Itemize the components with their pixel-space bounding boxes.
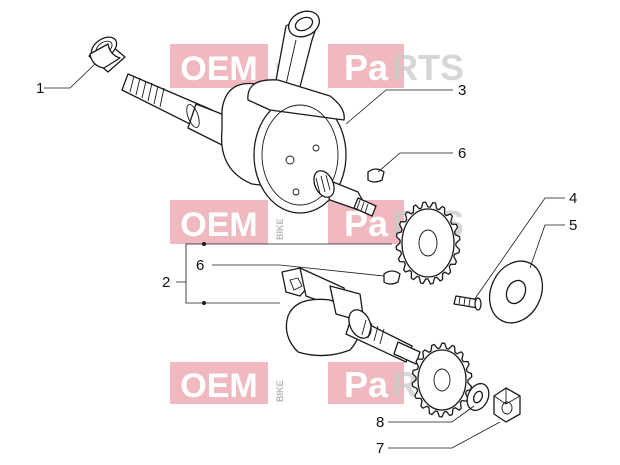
- leader-1: [44, 63, 96, 89]
- leader-6b: [212, 264, 385, 277]
- watermark-oem-text-top: OEM: [180, 50, 257, 88]
- leader-7: [388, 421, 501, 449]
- callout-7: 7: [376, 440, 384, 457]
- callout-5: 5: [569, 217, 577, 234]
- screw-part-4: [453, 295, 482, 311]
- callout-6-lower: 6: [196, 257, 204, 274]
- leader-6a: [377, 152, 453, 173]
- callout-6-upper: 6: [458, 145, 466, 162]
- watermark-bike-text-mid: BIKE: [275, 218, 285, 240]
- woodruff-key-lower: [383, 270, 401, 285]
- watermark-oem-box-mid: [170, 200, 268, 244]
- callout-labels: 1 3 6 4 5 2 6 8 7: [36, 80, 577, 457]
- watermark-oem-text-mid: OEM: [180, 206, 257, 244]
- watermark-pa-text-top: Pa: [344, 47, 389, 88]
- leader-lines: [44, 63, 565, 449]
- watermark-oem-box-top: [170, 44, 268, 88]
- bracket-dot-lower: [202, 301, 206, 305]
- callout-2: 2: [162, 274, 170, 291]
- leader-5: [529, 224, 565, 269]
- leader-8: [388, 405, 475, 423]
- watermark-pa-box-top: [328, 44, 404, 88]
- crank-gear-upper: [395, 201, 461, 285]
- washer-part-5: [488, 260, 544, 324]
- washer-part-8: [466, 382, 490, 412]
- callout-1: 1: [36, 80, 44, 97]
- leader-4: [473, 197, 565, 301]
- callout-8: 8: [376, 414, 384, 431]
- watermark-rts-text-top: RTS: [392, 47, 464, 88]
- bracket-2: [176, 243, 204, 304]
- callout-4: 4: [569, 190, 577, 207]
- crankshaft-part-3: [121, 10, 377, 217]
- balance-gear-lower: [411, 342, 473, 418]
- bracket-dot-upper: [202, 242, 206, 246]
- watermark-pa-text-bottom: Pa: [344, 364, 389, 405]
- watermark-bottom: OEM BIKE Pa RTS: [170, 362, 464, 405]
- balance-shaft: [281, 267, 421, 365]
- watermark-oem-text-bottom: OEM: [180, 367, 257, 405]
- leader-3: [345, 89, 453, 125]
- nut-part-7: [493, 387, 521, 423]
- watermark-top: OEM BIKE Pa RTS: [170, 44, 464, 88]
- woodruff-key-upper: [367, 168, 385, 183]
- callout-3: 3: [458, 82, 466, 99]
- watermark-bike-text-bottom: BIKE: [275, 380, 285, 402]
- watermark-pa-box-bottom: [328, 362, 404, 404]
- bushing-part-1: [88, 36, 126, 73]
- watermark-oem-box-bottom: [170, 362, 268, 404]
